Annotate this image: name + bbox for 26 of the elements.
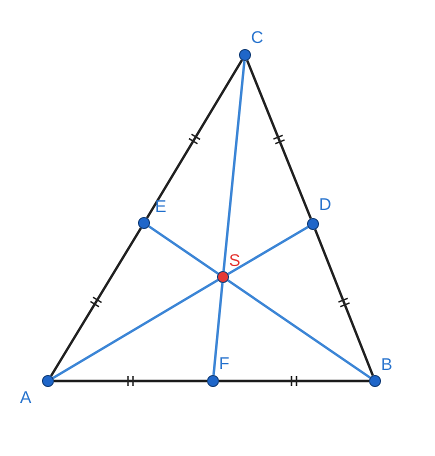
point-label: B <box>381 356 392 373</box>
point-label: F <box>219 355 230 372</box>
point-dot <box>138 217 150 229</box>
point-label: E <box>155 198 166 215</box>
point-dot <box>369 375 381 387</box>
line-segment <box>227 279 371 379</box>
line-segment <box>212 282 224 376</box>
line-segment <box>219 380 369 382</box>
line-segment <box>54 380 207 382</box>
point-dot <box>239 49 251 61</box>
point-label: S <box>229 252 240 269</box>
line-segment <box>314 229 374 376</box>
point-label: C <box>251 29 264 46</box>
line-segment <box>50 227 142 377</box>
line-segment <box>148 225 219 275</box>
point-dot <box>307 218 319 230</box>
point-dot <box>217 271 229 283</box>
line-segment <box>222 60 246 272</box>
point-dot <box>42 375 54 387</box>
point-label: A <box>20 389 32 406</box>
point-dot <box>207 375 219 387</box>
point-label: D <box>319 196 332 213</box>
line-segment <box>52 279 218 379</box>
line-segment <box>246 60 312 219</box>
line-segment <box>146 60 243 218</box>
line-segment <box>228 226 308 276</box>
